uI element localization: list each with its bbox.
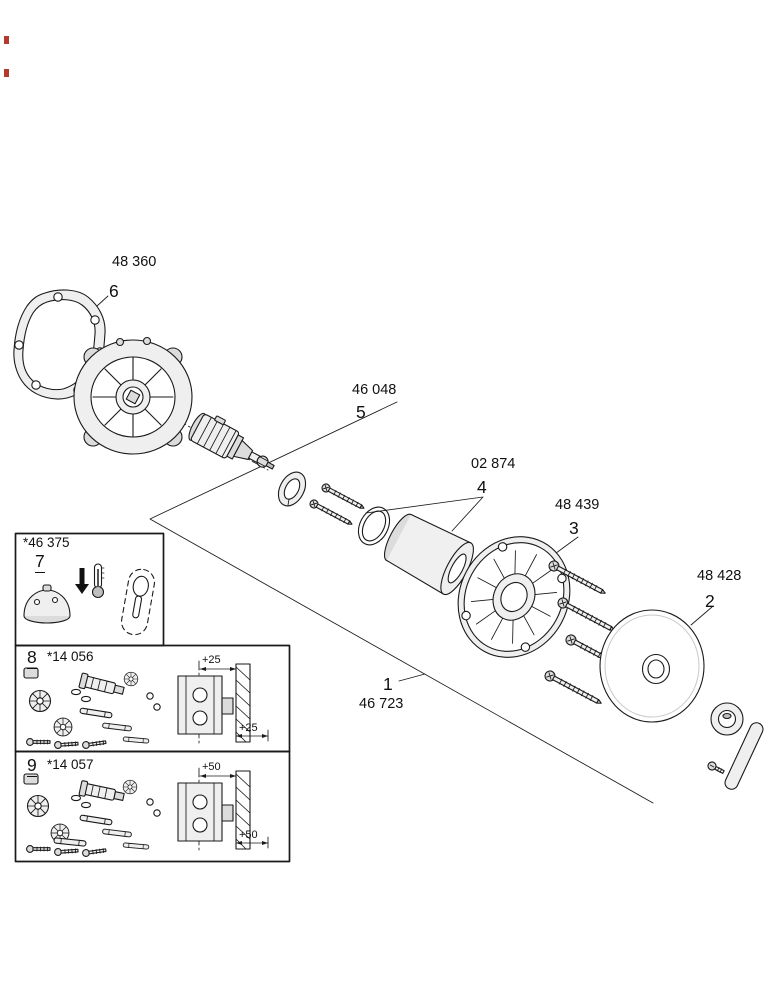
down-arrow-icon <box>75 568 89 594</box>
item-number-2: 2 <box>705 591 715 611</box>
parts-kit-8-illustration <box>23 667 161 750</box>
dimension-kit9-top: +50 <box>202 761 221 773</box>
item-number-3: 3 <box>569 518 579 538</box>
part-number-4: 02 874 <box>471 456 516 472</box>
mounting-plate <box>457 536 571 658</box>
item-number-5: 5 <box>356 402 366 422</box>
dimension-kit8-bottom: +25 <box>239 722 258 734</box>
inset-boxes <box>14 532 291 863</box>
part-number-3: 48 439 <box>555 497 600 513</box>
part-number-2: 48 428 <box>697 568 742 584</box>
parts-kit-9-illustration <box>23 773 161 858</box>
part-number-1: 46 723 <box>359 696 404 712</box>
sleeve <box>383 513 474 596</box>
handle <box>710 702 764 790</box>
thermometer-icon <box>91 563 105 599</box>
part-number-8: *14 056 <box>47 649 94 664</box>
handle-set-screw <box>707 761 725 774</box>
part-number-7: *46 375 <box>23 535 70 550</box>
cap-kit-illustration <box>23 563 156 636</box>
item-number-9: 9 <box>27 755 37 778</box>
o-ring <box>357 506 391 546</box>
dimension-kit9-bottom: +50 <box>239 829 258 841</box>
item-number-4: 4 <box>477 477 487 497</box>
leader-lines <box>85 295 713 804</box>
part-number-5: 46 048 <box>352 382 397 398</box>
item-number-6: 6 <box>109 281 119 301</box>
cover-plate <box>599 609 705 723</box>
handle-reference-outline <box>120 568 156 636</box>
item-number-1: 1 <box>383 674 393 694</box>
edge-marks <box>4 36 9 77</box>
retaining-ring <box>277 471 307 507</box>
dimension-kit8-top: +25 <box>202 654 221 666</box>
part-number-9: *14 057 <box>47 757 94 772</box>
cartridge-screws <box>308 482 367 529</box>
mounting-body <box>73 336 193 455</box>
part-number-6: 48 360 <box>112 254 157 270</box>
cartridge <box>188 412 275 470</box>
item-number-7: 7 <box>35 551 45 574</box>
item-number-8: 8 <box>27 647 37 670</box>
